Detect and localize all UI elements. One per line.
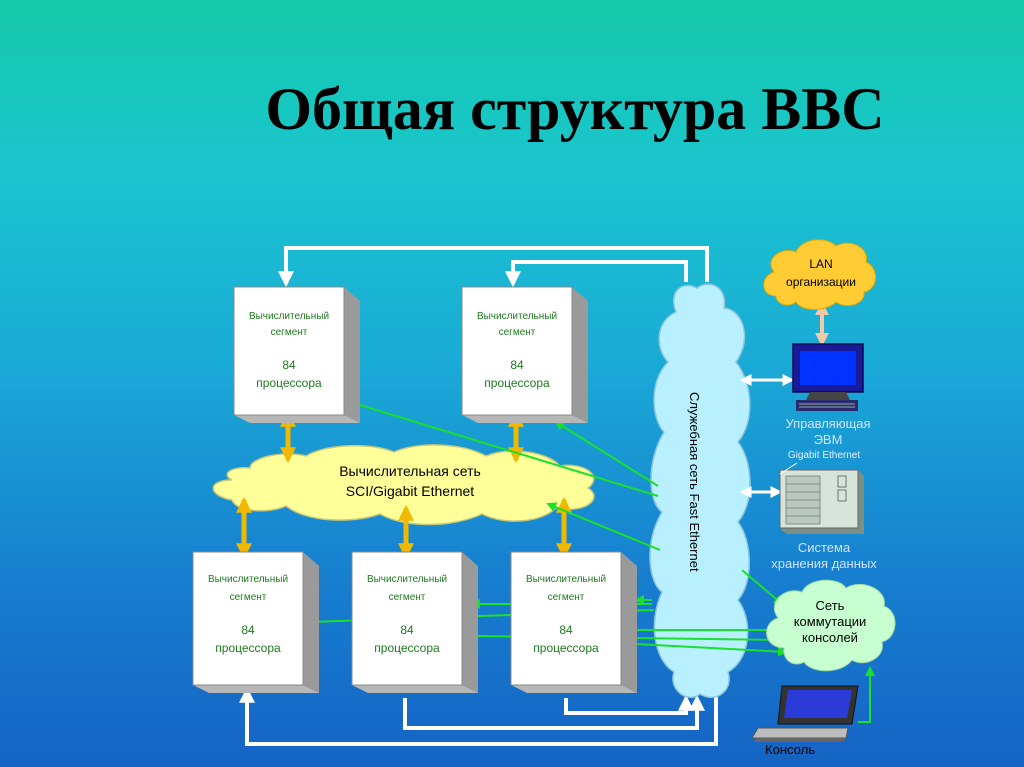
console-network-line3: консолей [802, 630, 858, 645]
segment-top-right: Вычислительный сегмент 84 процессора [461, 286, 588, 423]
storage-icon [779, 469, 864, 534]
service-links-top [278, 246, 709, 288]
console-network-line2: коммутации [794, 614, 867, 629]
gigabit-pointer [779, 462, 798, 475]
console-network-cloud: Сеть коммутации консолей [766, 579, 896, 672]
segment-label: Вычислительный [249, 311, 329, 322]
segment-bottom-right: Вычислительный сегмент 84 процессора [510, 551, 637, 693]
compute-network-line1: Вычислительная сеть [339, 463, 481, 479]
compute-network-cloud: Вычислительная сеть SCI/Gigabit Ethernet [212, 444, 595, 526]
segment-top-left: Вычислительный сегмент 84 процессора [233, 286, 360, 423]
segment-count: 84 [400, 623, 414, 637]
control-computer-line2: ЭВМ [814, 432, 843, 447]
segment-count: 84 [559, 623, 573, 637]
gigabit-label: Gigabit Ethernet [788, 450, 860, 461]
service-network-label: Служебная сеть Fast Ethernet [687, 392, 702, 572]
segment-label: Вычислительный [477, 311, 557, 322]
lan-line2: организации [786, 275, 856, 289]
segment-label: сегмент [548, 592, 585, 603]
laptop-icon [751, 685, 859, 742]
segment-unit: процессора [533, 641, 599, 655]
segment-bottom-left: Вычислительный сегмент 84 процессора [192, 551, 319, 693]
service-network-cloud: Служебная сеть Fast Ethernet [649, 283, 751, 699]
segment-bottom-middle: Вычислительный сегмент 84 процессора [351, 551, 478, 693]
control-computer-line1: Управляющая [785, 416, 870, 431]
segment-count: 84 [282, 358, 296, 372]
segment-unit: процессора [256, 376, 322, 390]
segment-count: 84 [241, 623, 255, 637]
segment-label: Вычислительный [367, 574, 447, 585]
lan-cloud: LAN организации [763, 239, 876, 310]
lan-line1: LAN [809, 257, 832, 271]
segment-label: сегмент [389, 592, 426, 603]
computer-icon [792, 343, 864, 411]
segment-count: 84 [510, 358, 524, 372]
segment-label: Вычислительный [526, 574, 606, 585]
page-title: Общая структура ВВС [265, 76, 885, 142]
console-label: Консоль [765, 742, 815, 757]
segment-label: сегмент [271, 327, 308, 338]
peripheral-links [739, 374, 795, 498]
segment-unit: процессора [374, 641, 440, 655]
segment-label: Вычислительный [208, 574, 288, 585]
segment-label: сегмент [230, 592, 267, 603]
segment-label: сегмент [499, 327, 536, 338]
segment-unit: процессора [215, 641, 281, 655]
storage-line2: хранения данных [771, 556, 877, 571]
compute-network-line2: SCI/Gigabit Ethernet [346, 483, 475, 499]
service-links-bottom [239, 686, 718, 746]
storage-line1: Система [798, 540, 851, 555]
console-network-line1: Сеть [816, 598, 845, 613]
segment-unit: процессора [484, 376, 550, 390]
